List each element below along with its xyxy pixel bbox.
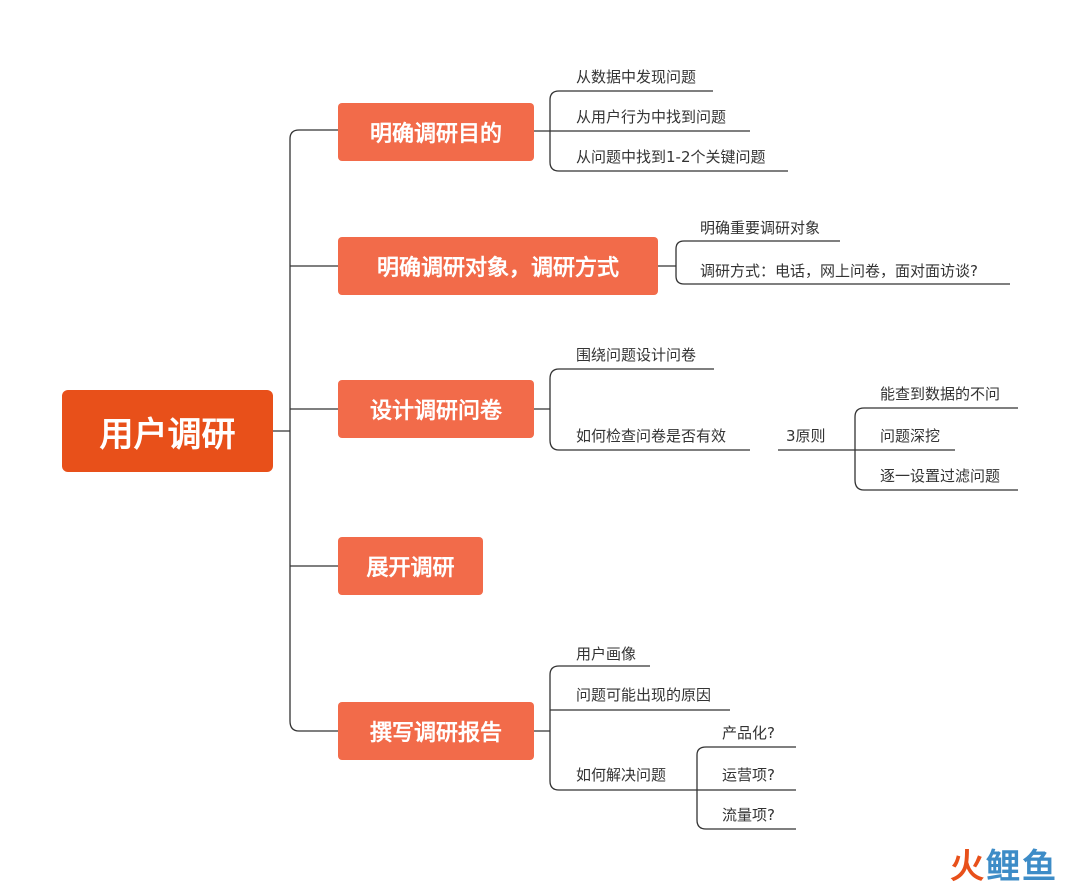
leaf-node[interactable]: 明确重要调研对象 [700,219,821,237]
leaf-node[interactable]: 如何解决问题 [576,766,667,784]
leaf-node[interactable]: 能查到数据的不问 [880,385,1001,403]
root-node[interactable]: 用户调研 [62,390,273,472]
leaf-node[interactable]: 问题可能出现的原因 [576,686,712,704]
connector-b5 [534,665,730,791]
topic-research-target[interactable]: 明确调研对象，调研方式 [338,237,658,295]
watermark-logo: 火鲤鱼 [950,839,1058,888]
connector-b5-sub [696,746,796,830]
leaf-node[interactable]: 运营项? [722,766,775,784]
leaf-node[interactable]: 从用户行为中找到问题 [576,108,727,126]
connector-spine [289,129,338,732]
leaf-node[interactable]: 产品化? [722,724,775,742]
leaf-node[interactable]: 调研方式：电话，网上问卷，面对面访谈? [700,262,978,280]
leaf-principle-label[interactable]: 3原则 [786,427,826,445]
topic-questionnaire[interactable]: 设计调研问卷 [338,380,534,438]
leaf-node[interactable]: 逐一设置过滤问题 [880,467,1001,485]
connector-b1 [534,90,788,172]
leaf-node[interactable]: 用户画像 [576,645,637,663]
watermark-part1: 火 [950,847,986,887]
connector-b2 [658,240,1010,285]
leaf-node[interactable]: 从数据中发现问题 [576,68,697,86]
connector-b3 [534,368,750,451]
leaf-node[interactable]: 从问题中找到1-2个关键问题 [576,148,766,166]
connector-b3-sub [778,407,1018,491]
leaf-node[interactable]: 问题深挖 [880,427,941,445]
watermark-part2: 鲤鱼 [986,847,1058,887]
leaf-node[interactable]: 如何检查问卷是否有效 [576,427,727,445]
leaf-node[interactable]: 围绕问题设计问卷 [576,346,697,364]
topic-research-goal[interactable]: 明确调研目的 [338,103,534,161]
leaf-node[interactable]: 流量项? [722,806,775,824]
topic-report[interactable]: 撰写调研报告 [338,702,534,760]
topic-conduct-research[interactable]: 展开调研 [338,537,483,595]
